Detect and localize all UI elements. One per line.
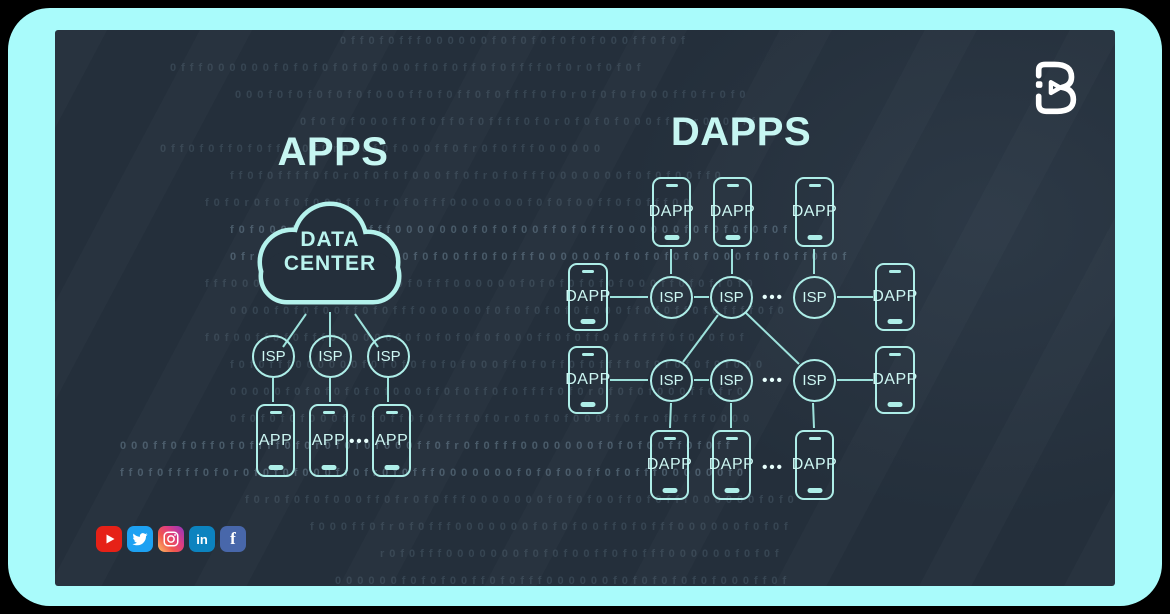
ellipsis-left: ••• [349,433,371,450]
binary-row: 0f0f0f0f000ff0f0ff0f0ffff0f0r0f0f0f000ff… [230,413,755,425]
dapp-phone-left-1: DAPP [565,263,611,331]
dapp-phone-label: DAPP [648,203,695,220]
app-phone-label: APP [311,431,346,449]
isp-node-left-3: ISP [367,335,410,378]
binary-row: 000000f0f0f00ff0f0fff000000f0f0f0f0f0f00… [335,575,792,586]
isp-node-left-2: ISP [309,335,352,378]
dapp-phone-top-1: DAPP [649,177,694,247]
dapp-phone-bottom-3: DAPP [792,430,837,500]
isp-node-right-r2-2: ISP [710,359,753,402]
binary-row: 000ff0f0ff0f0ffff0f0r0f0f0f000ff0fr0f0ff… [120,440,735,452]
i-dot [1035,81,1043,88]
data-center-label: DATA CENTER [280,228,380,276]
dapp-phone-label: DAPP [791,203,838,220]
binary-row: 000f0f0f0f0f0f000ff0f0ff0f0ffff0f0r0f0f0… [235,89,751,101]
isp-node-right-r1-3: ISP [793,276,836,319]
dapp-phone-bottom-2: DAPP [709,430,754,500]
youtube-icon[interactable] [96,526,122,552]
twitter-icon[interactable] [127,526,153,552]
dapp-phone-label: DAPP [565,288,611,305]
app-phone-label: APP [374,431,409,449]
app-phone-3: APP [372,404,411,477]
isp-label: ISP [659,289,684,306]
isp-label: ISP [659,372,684,389]
dapp-phone-right-1: DAPP [872,263,918,331]
ellipsis-right-bottom: ••• [762,459,784,476]
dapp-phone-left-2: DAPP [565,346,611,414]
binary-row: f0f0r0f0f0f000ff0fr0f0fff0000000f0f0f00f… [205,197,695,209]
isp-label: ISP [376,348,401,365]
social-icons-bar: in f [96,526,246,552]
binary-row: f000ff0fr0f0fff0000000f0f0f00ff0f0fff000… [310,521,793,533]
binary-row: 0ff0f0fff000000f0f0f0f0f0f000ff0f0f [340,35,690,47]
linkedin-label: in [196,531,208,547]
binary-row: 0f0f0f000ff0f0ff0f0ffff0f0r0f0f0f000ff0f… [300,116,772,128]
dapp-phone-label: DAPP [565,371,611,388]
binary-row: f0f0fff000000f0f0f0f0f0f000ff0f0ff0f0fff… [230,359,768,371]
isp-label: ISP [802,372,827,389]
dapp-phone-label: DAPP [872,371,918,388]
dapp-phone-bottom-1: DAPP [647,430,692,500]
binary-row: 00000f0f0f0f0f0f000ff0f0ff0f0ffff0f0r0f0… [230,386,748,398]
dapp-phone-top-3: DAPP [792,177,837,247]
isp-node-left-1: ISP [252,335,295,378]
isp-node-right-r1-2: ISP [710,276,753,319]
dapp-phone-label: DAPP [791,456,838,473]
app-phone-2: APP [309,404,348,477]
data-center-line2: CENTER [283,252,377,276]
facebook-label: f [230,529,236,548]
logo-play-triangle [1048,80,1063,96]
isp-label: ISP [261,348,286,365]
isp-node-right-r2-3: ISP [793,359,836,402]
data-center-line1: DATA [300,228,360,251]
isp-label: ISP [802,289,827,306]
dapp-phone-top-2: DAPP [710,177,755,247]
ellipsis-right-row1: ••• [762,289,784,306]
ib-monogram-logo [1035,61,1077,115]
app-phone-1: APP [256,404,295,477]
dapp-phone-label: DAPP [872,288,918,305]
apps-title: APPS [277,130,389,174]
dapp-phone-label: DAPP [708,456,755,473]
linkedin-icon[interactable]: in [189,526,215,552]
dapp-phone-right-2: DAPP [872,346,918,414]
binary-row: 0ff0f0ff0f0ffff0f0r0f0f0f000ff0fr0f0fff0… [160,143,606,155]
isp-label: ISP [318,348,343,365]
dapp-phone-label: DAPP [709,203,756,220]
dapps-title: DAPPS [670,110,812,154]
app-phone-label: APP [258,431,293,449]
binary-row: 0000f0f0f00ff0f0fff000000f0f0f0f0f0f000f… [230,305,789,317]
facebook-icon[interactable]: f [220,526,246,552]
isp-node-right-r2-1: ISP [650,359,693,402]
binary-row: 0fff000000f0f0f0f0f0f000ff0f0ff0f0ffff0f… [170,62,646,74]
instagram-icon[interactable] [158,526,184,552]
isp-label: ISP [719,289,744,306]
isp-node-right-r1-1: ISP [650,276,693,319]
binary-row: ff0f0ffff0f0r0f0f0f000ff0fr0f0fff0000000… [230,170,726,182]
ellipsis-right-row2: ••• [762,372,784,389]
binary-row: r0f0fff0000000f0f0f00ff0f0fff000000f0f0f [380,548,784,560]
isp-label: ISP [719,372,744,389]
dapp-phone-label: DAPP [646,456,693,473]
